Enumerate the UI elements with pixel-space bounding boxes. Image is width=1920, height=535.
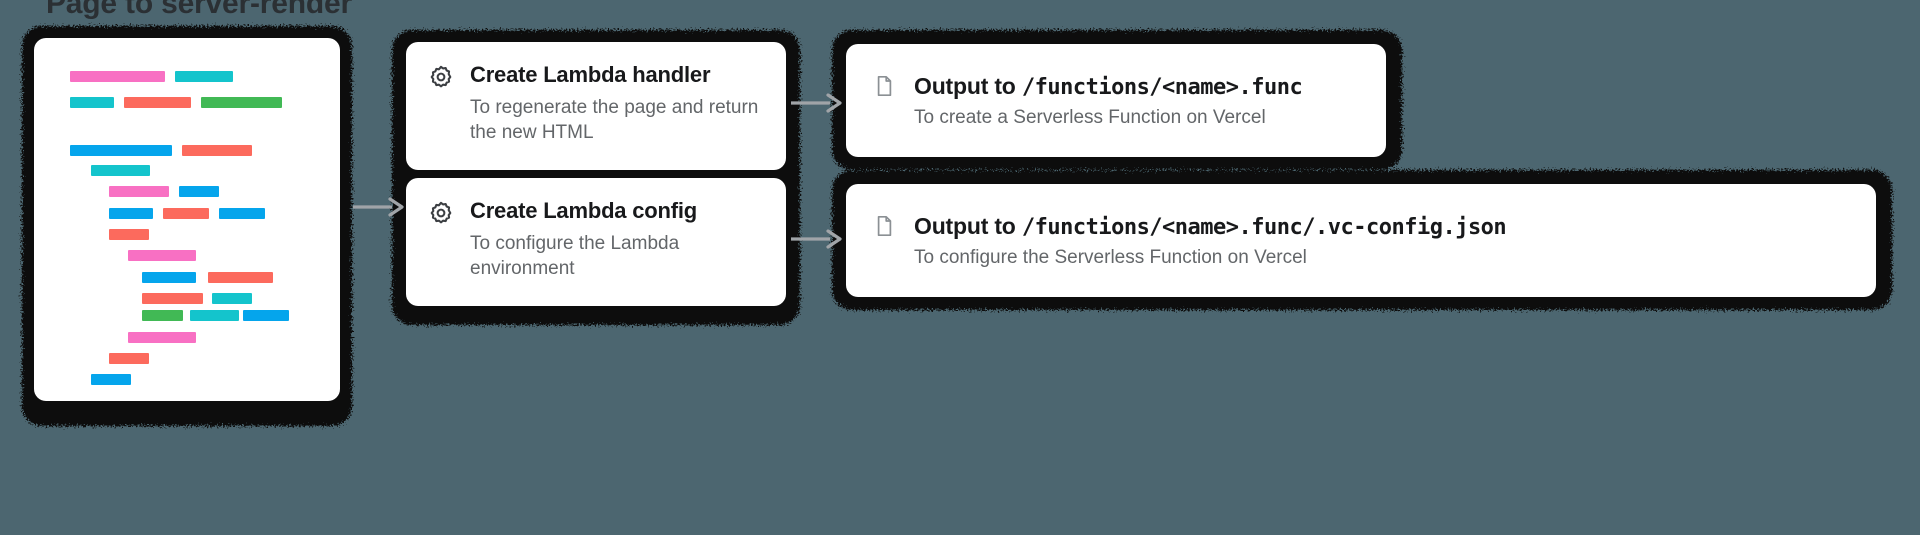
code-bar	[109, 186, 169, 198]
code-bar	[70, 144, 172, 156]
code-bar	[109, 352, 149, 364]
arrow-config-to-output	[790, 228, 844, 255]
arrow-code-to-tasks	[352, 196, 406, 223]
code-bar	[142, 293, 203, 305]
code-bar	[182, 144, 252, 156]
code-bar	[243, 310, 289, 322]
output-path: /functions/<name>.func/.vc-config.json	[1021, 214, 1507, 240]
code-bar	[70, 70, 165, 82]
output-card-function[interactable]: Output to /functions/<name>.func To crea…	[846, 44, 1386, 157]
code-bar	[179, 186, 219, 198]
code-bar	[142, 271, 196, 283]
gear-icon	[428, 64, 454, 90]
output-label: Output to	[914, 72, 1016, 99]
code-bar	[201, 97, 282, 109]
code-bar	[219, 207, 265, 219]
gear-icon	[428, 200, 454, 226]
page-title: Page to server-render	[46, 0, 352, 20]
task-header: Create Lambda handler	[428, 62, 764, 90]
code-bar	[124, 97, 191, 109]
output-header: Output to /functions/<name>.func	[872, 72, 1360, 100]
output-subtitle: To create a Serverless Function on Verce…	[914, 107, 1266, 128]
code-bar	[142, 310, 183, 322]
code-bar	[175, 70, 233, 82]
task-subtitle: To regenerate the page and return the ne…	[470, 97, 759, 143]
task-header: Create Lambda config	[428, 198, 764, 226]
code-bar	[109, 207, 153, 219]
code-bar	[128, 331, 196, 343]
file-icon	[872, 214, 898, 240]
output-title: Output to /functions/<name>.func/.vc-con…	[914, 212, 1507, 240]
code-bar	[70, 97, 114, 109]
code-bar	[128, 250, 196, 262]
output-card-vc-config[interactable]: Output to /functions/<name>.func/.vc-con…	[846, 184, 1876, 297]
code-bar	[208, 271, 273, 283]
code-line-bars	[34, 38, 340, 401]
output-subtitle: To configure the Serverless Function on …	[914, 247, 1307, 268]
task-card-create-lambda-config[interactable]: Create Lambda config To configure the La…	[406, 178, 786, 306]
file-icon	[872, 74, 898, 100]
task-card-create-lambda-handler[interactable]: Create Lambda handler To regenerate the …	[406, 42, 786, 170]
output-header: Output to /functions/<name>.func/.vc-con…	[872, 212, 1850, 240]
arrow-handler-to-output	[790, 92, 844, 119]
code-bar	[190, 310, 239, 322]
code-bar	[212, 293, 252, 305]
code-preview-card	[34, 38, 340, 401]
output-path: /functions/<name>.func	[1021, 74, 1303, 100]
task-title: Create Lambda handler	[470, 62, 711, 87]
output-title: Output to /functions/<name>.func	[914, 72, 1303, 100]
task-title: Create Lambda config	[470, 198, 698, 223]
task-subtitle: To configure the Lambda environment	[470, 233, 680, 279]
output-label: Output to	[914, 212, 1016, 239]
code-bar	[163, 207, 209, 219]
code-bar	[109, 229, 149, 241]
code-bar	[91, 165, 150, 177]
code-bar	[91, 374, 131, 386]
